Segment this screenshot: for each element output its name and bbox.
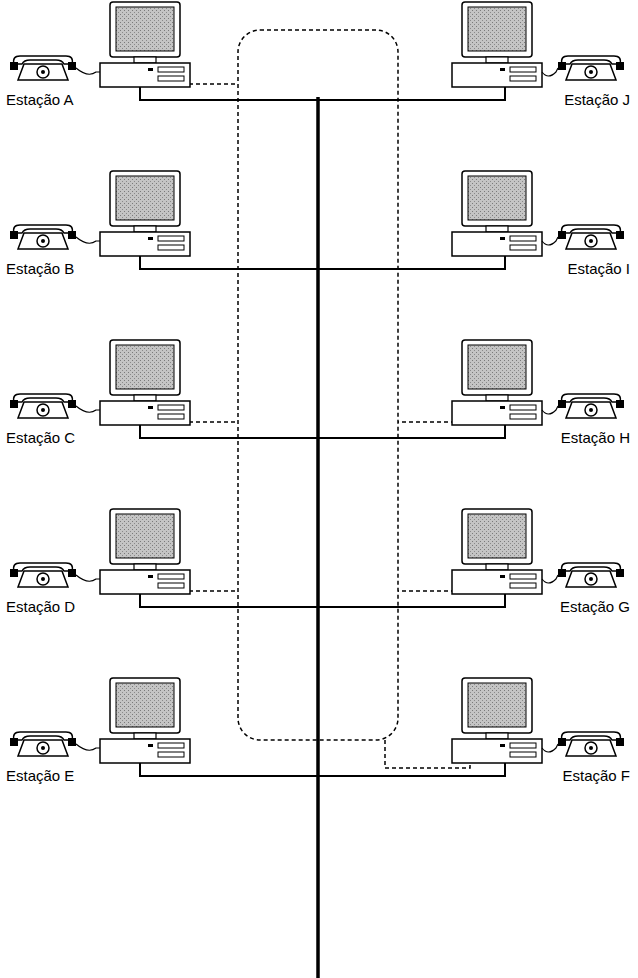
station: Estação F: [430, 676, 634, 788]
station-label: Estação F: [562, 767, 630, 785]
station-label: Estação E: [6, 767, 74, 785]
station-label: Estação J: [564, 91, 630, 109]
station: Estação B: [4, 169, 214, 281]
station-cables: [140, 85, 505, 776]
station: Estação C: [4, 338, 214, 450]
station-label: Estação G: [560, 598, 630, 616]
station-label: Estação I: [567, 260, 630, 278]
computer-phone-icon: [4, 507, 214, 595]
station-label: Estação A: [6, 91, 74, 109]
station: Estação D: [4, 507, 214, 619]
station: Estação J: [430, 0, 634, 112]
computer-phone-icon: [4, 169, 214, 257]
computer-phone-icon: [4, 338, 214, 426]
computer-phone-icon: [430, 676, 634, 764]
computer-phone-icon: [430, 507, 634, 595]
computer-phone-icon: [430, 338, 634, 426]
station-label: Estação H: [561, 429, 630, 447]
station: Estação H: [430, 338, 634, 450]
station: Estação I: [430, 169, 634, 281]
dashed-links: [168, 70, 470, 768]
station-label: Estação B: [6, 260, 74, 278]
station: Estação E: [4, 676, 214, 788]
station: Estação A: [4, 0, 214, 112]
station-label: Estação C: [6, 429, 75, 447]
station-label: Estação D: [6, 598, 75, 616]
station: Estação G: [430, 507, 634, 619]
computer-phone-icon: [430, 0, 634, 88]
computer-phone-icon: [430, 169, 634, 257]
computer-phone-icon: [4, 676, 214, 764]
computer-phone-icon: [4, 0, 214, 88]
bus-line: [316, 97, 320, 978]
